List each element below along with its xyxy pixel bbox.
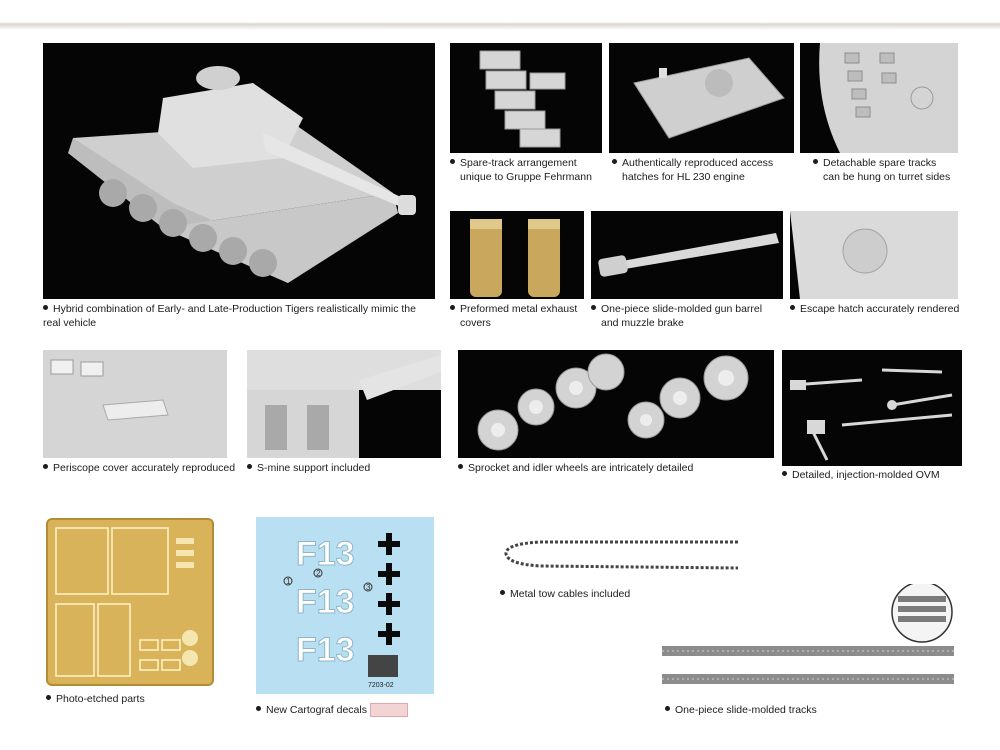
caption-smine: S-mine support included [247, 461, 447, 475]
caption-main-tiger: Hybrid combination of Early- and Late-Pr… [43, 303, 416, 329]
caption-photo-etched: Photo-etched parts [46, 692, 206, 706]
decal-number: 3 [366, 583, 371, 592]
photo-etched-fret [46, 518, 214, 686]
bullet-icon [43, 305, 48, 310]
ovm-image [782, 350, 962, 466]
caption-decals: New Cartograf decals [256, 703, 376, 717]
detachable-tracks-image [800, 43, 958, 153]
cartograf-logo [370, 703, 408, 717]
bullet-icon [665, 706, 670, 711]
smine-support-image [247, 350, 441, 458]
bullet-icon [450, 305, 455, 310]
decal-number: 2 [316, 569, 321, 578]
bullet-icon [612, 159, 617, 164]
caption-exhaust-covers: Preformed metal exhaust covers [450, 302, 590, 330]
periscope-image [43, 350, 227, 458]
caption-periscope: Periscope cover accurately reproduced [43, 461, 243, 475]
caption-tracks: One-piece slide-molded tracks [665, 703, 845, 717]
wheels-image [458, 350, 774, 458]
caption-gun-barrel: One-piece slide-molded gun barrel and mu… [591, 302, 786, 330]
bullet-icon [450, 159, 455, 164]
caption-spare-track: Spare-track arrangement unique to Gruppe… [450, 156, 610, 184]
bullet-icon [46, 695, 51, 700]
decal-marking: F13 [296, 631, 355, 669]
caption-access-hatches: Authentically reproduced access hatches … [612, 156, 797, 184]
decal-marking: F13 [296, 583, 355, 621]
caption-wheels: Sprocket and idler wheels are intricatel… [458, 461, 758, 475]
bullet-icon [43, 464, 48, 469]
caption-tow-cables: Metal tow cables included [500, 587, 660, 601]
bullet-icon [591, 305, 596, 310]
decal-code: 7203-02 [368, 682, 394, 689]
bullet-icon [813, 159, 818, 164]
bullet-icon [790, 305, 795, 310]
decal-marking: F13 [296, 535, 355, 573]
gun-barrel-image [591, 211, 783, 299]
bullet-icon [458, 464, 463, 469]
decal-number: 1 [286, 577, 291, 586]
exhaust-covers-image [450, 211, 584, 299]
caption-ovm: Detailed, injection-molded OVM [782, 468, 962, 482]
decal-sheet: F13 F13 F13 1 2 3 7203-02 [256, 517, 434, 694]
access-hatches-image [609, 43, 794, 153]
bullet-icon [500, 590, 505, 595]
bullet-icon [256, 706, 261, 711]
tow-cables-image [500, 530, 745, 580]
tracks-image [662, 581, 962, 694]
top-banner-strip [0, 0, 1000, 30]
caption-escape-hatch: Escape hatch accurately rendered [790, 302, 970, 316]
escape-hatch-image [790, 211, 958, 299]
main-tiger-image [43, 43, 435, 299]
spare-track-image [450, 43, 602, 153]
bullet-icon [782, 471, 787, 476]
caption-detachable-tracks: Detachable spare tracks can be hung on t… [813, 156, 973, 184]
bullet-icon [247, 464, 252, 469]
